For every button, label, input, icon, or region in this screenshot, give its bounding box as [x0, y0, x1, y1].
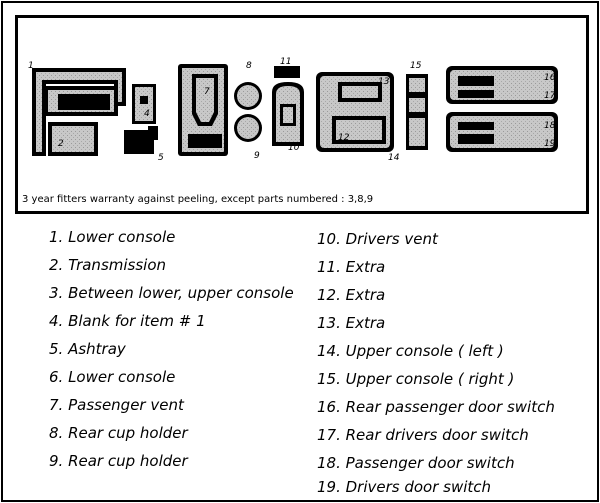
part-15-shape [406, 74, 428, 150]
legend-item-7: 7. Passenger vent [49, 396, 184, 414]
part-number-1: 1 [28, 61, 34, 71]
part-number-14: 14 [388, 153, 400, 163]
legend-item-2: 2. Transmission [49, 256, 167, 274]
part-number-6: 6 [202, 139, 208, 149]
part-number-19: 19 [544, 139, 556, 149]
legend-item-1: 1. Lower console [49, 228, 176, 246]
legend-item-18: 18. Passenger door switch [317, 454, 515, 472]
part-number-11: 11 [280, 57, 291, 67]
legend-item-16: 16. Rear passenger door switch [317, 398, 555, 416]
legend-item-19: 19. Drivers door switch [317, 478, 492, 496]
part-6-7-shape [178, 64, 228, 156]
legend-item-6: 6. Lower console [49, 368, 176, 386]
part-12-13-14-upper-console [316, 72, 394, 152]
legend-item-12: 12. Extra [317, 286, 386, 304]
parts-panel: 1 2 3 4 5 6 7 8 9 10 11 12 13 14 15 16 1… [15, 15, 589, 214]
part-number-3: 3 [58, 99, 64, 109]
part-4-shape [132, 84, 156, 124]
part-18-19-shape [446, 112, 558, 152]
part-number-15: 15 [410, 61, 422, 71]
part-number-2: 2 [58, 139, 64, 149]
part-8-9-cup-holders [234, 82, 262, 142]
legend-item-4: 4. Blank for item # 1 [49, 312, 206, 330]
part-group-lower-console [32, 68, 126, 156]
parts-diagram: 1 2 3 4 5 6 7 8 9 10 11 12 13 14 15 16 1… [28, 57, 558, 163]
legend-item-3: 3. Between lower, upper console [49, 284, 294, 302]
part-number-7: 7 [204, 87, 210, 97]
legend-item-5: 5. Ashtray [49, 340, 126, 358]
part-number-13: 13 [378, 77, 390, 87]
legend-item-14: 14. Upper console ( left ) [317, 342, 504, 360]
part-number-5: 5 [158, 153, 164, 163]
part-number-16: 16 [544, 73, 556, 83]
part-10-11-shape [272, 66, 304, 146]
part-5-shape [124, 126, 158, 154]
part-number-4: 4 [144, 109, 150, 119]
part-16-17-shape [446, 66, 558, 104]
legend-item-8: 8. Rear cup holder [49, 424, 188, 442]
part-number-8: 8 [246, 61, 252, 71]
legend-item-15: 15. Upper console ( right ) [317, 370, 515, 388]
warranty-note: 3 year fitters warranty against peeling,… [22, 194, 374, 205]
legend-item-10: 10. Drivers vent [317, 230, 438, 248]
part-number-17: 17 [544, 91, 556, 101]
legend-item-13: 13. Extra [317, 314, 386, 332]
legend-item-9: 9. Rear cup holder [49, 452, 188, 470]
part-number-9: 9 [254, 151, 260, 161]
legend-item-17: 17. Rear drivers door switch [317, 426, 529, 444]
part-number-18: 18 [544, 121, 556, 131]
part-number-12: 12 [338, 133, 350, 143]
legend-item-11: 11. Extra [317, 258, 386, 276]
part-number-10: 10 [288, 143, 300, 153]
